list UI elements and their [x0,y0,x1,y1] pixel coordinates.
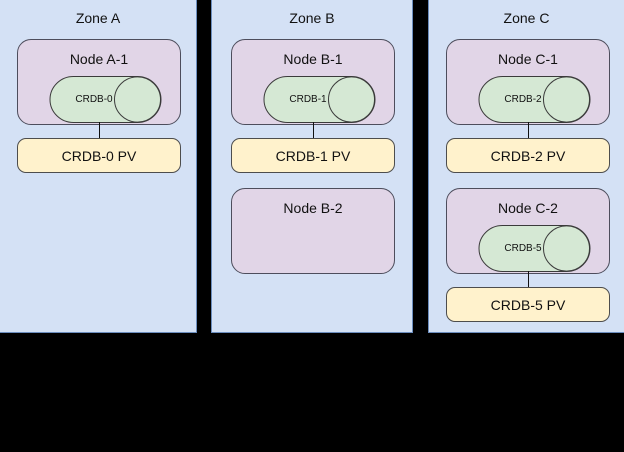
node-b-1[interactable]: Node B-1 CRDB-1 [231,39,395,125]
node-a-1[interactable]: Node A-1 CRDB-0 [17,39,181,125]
pv-crdb-0[interactable]: CRDB-0 PV [17,138,181,173]
node-b-2-title: Node B-2 [283,200,343,216]
pv-crdb-5[interactable]: CRDB-5 PV [446,287,610,322]
node-b-1-title: Node B-1 [283,51,343,67]
zone-b-title: Zone B [289,10,335,26]
zone-c-title: Zone C [503,10,550,26]
pv-crdb-1-label: CRDB-1 PV [275,147,351,164]
pv-crdb-0-label: CRDB-0 PV [61,147,137,164]
pv-crdb-2[interactable]: CRDB-2 PV [446,138,610,173]
node-c-1-title: Node C-1 [498,51,558,67]
zone-c[interactable]: Zone C Node C-1 CRDB-2 CRDB-2 PV Node C-… [428,0,624,333]
node-c-1[interactable]: Node C-1 CRDB-2 [446,39,610,125]
node-b-2[interactable]: Node B-2 [231,188,395,274]
node-c-2-title: Node C-2 [498,200,558,216]
zone-a-title: Zone A [75,10,121,26]
node-a-1-title: Node A-1 [69,51,129,67]
connector-node-c-1-to-pv [528,122,529,139]
connector-node-c-2-to-pv [528,271,529,288]
database-cylinder-crdb-0[interactable]: CRDB-0 [49,76,162,123]
node-c-2[interactable]: Node C-2 CRDB-5 [446,188,610,274]
zone-b[interactable]: Zone B Node B-1 CRDB-1 CRDB-1 PV Node B-… [211,0,413,333]
connector-node-b-1-to-pv [313,122,314,139]
pv-crdb-1[interactable]: CRDB-1 PV [231,138,395,173]
database-cylinder-crdb-2[interactable]: CRDB-2 [478,76,591,123]
pv-crdb-2-label: CRDB-2 PV [490,147,566,164]
database-cylinder-crdb-5[interactable]: CRDB-5 [478,225,591,272]
connector-node-a-1-to-pv [99,122,100,139]
zone-a[interactable]: Zone A Node A-1 CRDB-0 CRDB-0 PV [0,0,197,333]
database-cylinder-crdb-1[interactable]: CRDB-1 [263,76,376,123]
pv-crdb-5-label: CRDB-5 PV [490,296,566,313]
